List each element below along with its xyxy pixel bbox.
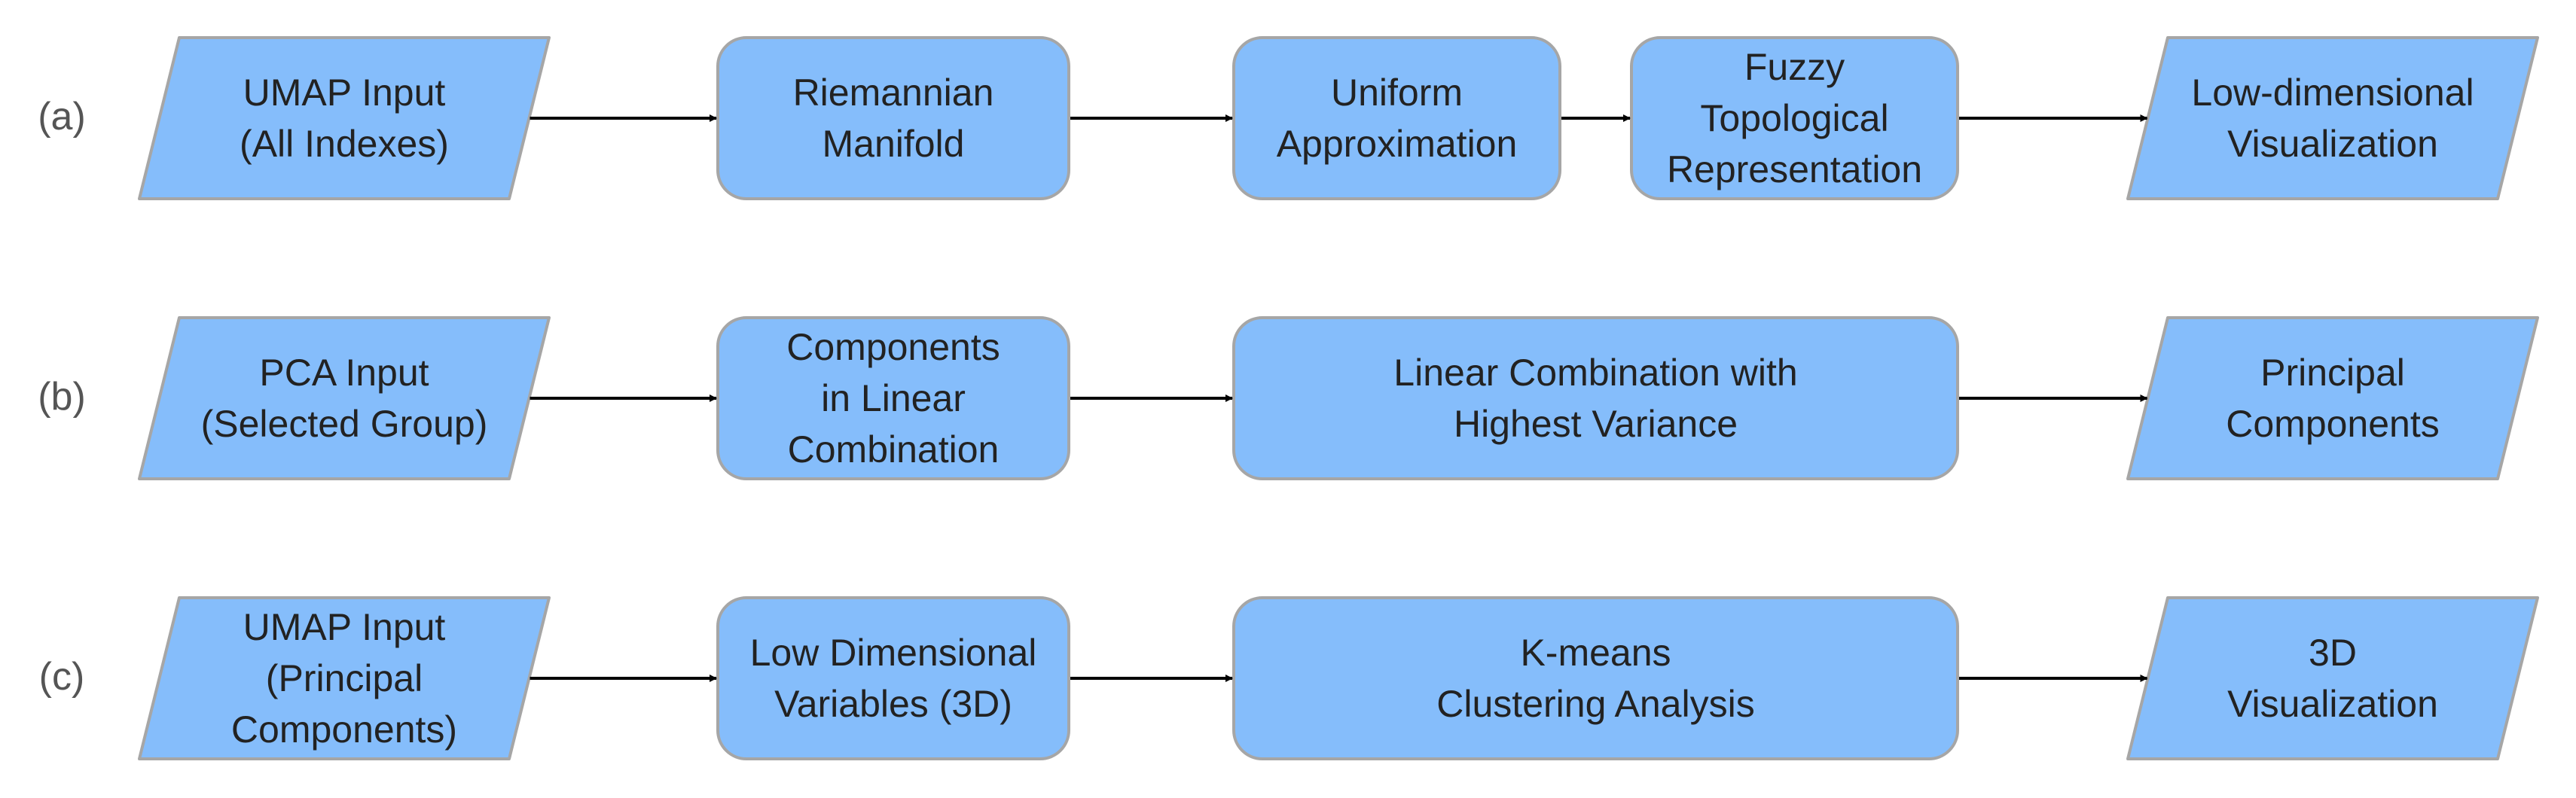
io-node-low-dimensional-visualization: Low-dimensional Visualization [2126, 36, 2539, 200]
node-label: Linear Combination with Highest Variance [1393, 352, 1798, 445]
process-node-low-dimensional-variables-3d: Low Dimensional Variables (3D) [716, 596, 1070, 760]
node-shape [138, 316, 551, 480]
io-node-umap-input-principal-components: UMAP Input (Principal Components) [138, 596, 551, 760]
node-label: Uniform Approximation [1276, 72, 1518, 165]
io-node-pca-input-selected-group: PCA Input (Selected Group) [138, 316, 551, 480]
node-shape [716, 316, 1070, 480]
node-label: Principal Components [2226, 352, 2440, 445]
io-node-umap-input-all-indexes: UMAP Input (All Indexes) [138, 36, 551, 200]
node-label: PCA Input (Selected Group) [200, 352, 488, 445]
node-label: Components in Linear Combination [786, 326, 1000, 471]
node-shape [138, 596, 551, 760]
node-label: K-means Clustering Analysis [1436, 632, 1755, 725]
node-shape [716, 36, 1070, 200]
process-node-riemannian-manifold: Riemannian Manifold [716, 36, 1070, 200]
process-node-components-in-linear-combination: Components in Linear Combination [716, 316, 1070, 480]
io-node-principal-components: Principal Components [2126, 316, 2539, 480]
process-node-k-means-clustering-analysis: K-means Clustering Analysis [1232, 596, 1959, 760]
node-label: UMAP Input (All Indexes) [240, 72, 449, 165]
io-node-3d-visualization: 3D Visualization [2126, 596, 2539, 760]
row-label-b: (b) [38, 375, 86, 419]
node-shape [138, 36, 551, 200]
node-shape [1630, 36, 1959, 200]
node-shape [1232, 36, 1561, 200]
node-shape [716, 596, 1070, 760]
node-label: UMAP Input (Principal Components) [230, 606, 458, 751]
process-node-fuzzy-topological-representation: Fuzzy Topological Representation [1630, 36, 1959, 200]
node-shape [2126, 36, 2539, 200]
node-shape [1232, 596, 1959, 760]
node-label: Fuzzy Topological Representation [1666, 46, 1923, 190]
node-label: Riemannian Manifold [792, 72, 994, 165]
node-label: Low-dimensional Visualization [2191, 72, 2474, 165]
process-node-uniform-approximation: Uniform Approximation [1232, 36, 1561, 200]
row-label-c: (c) [38, 655, 85, 699]
process-node-linear-combination-with-highest-variance: Linear Combination with Highest Variance [1232, 316, 1959, 480]
node-label: Low Dimensional Variables (3D) [749, 632, 1037, 725]
node-shape [2126, 316, 2539, 480]
node-label: 3D Visualization [2227, 632, 2438, 725]
row-label-a: (a) [38, 95, 86, 139]
node-shape [2126, 596, 2539, 760]
node-shape [1232, 316, 1959, 480]
